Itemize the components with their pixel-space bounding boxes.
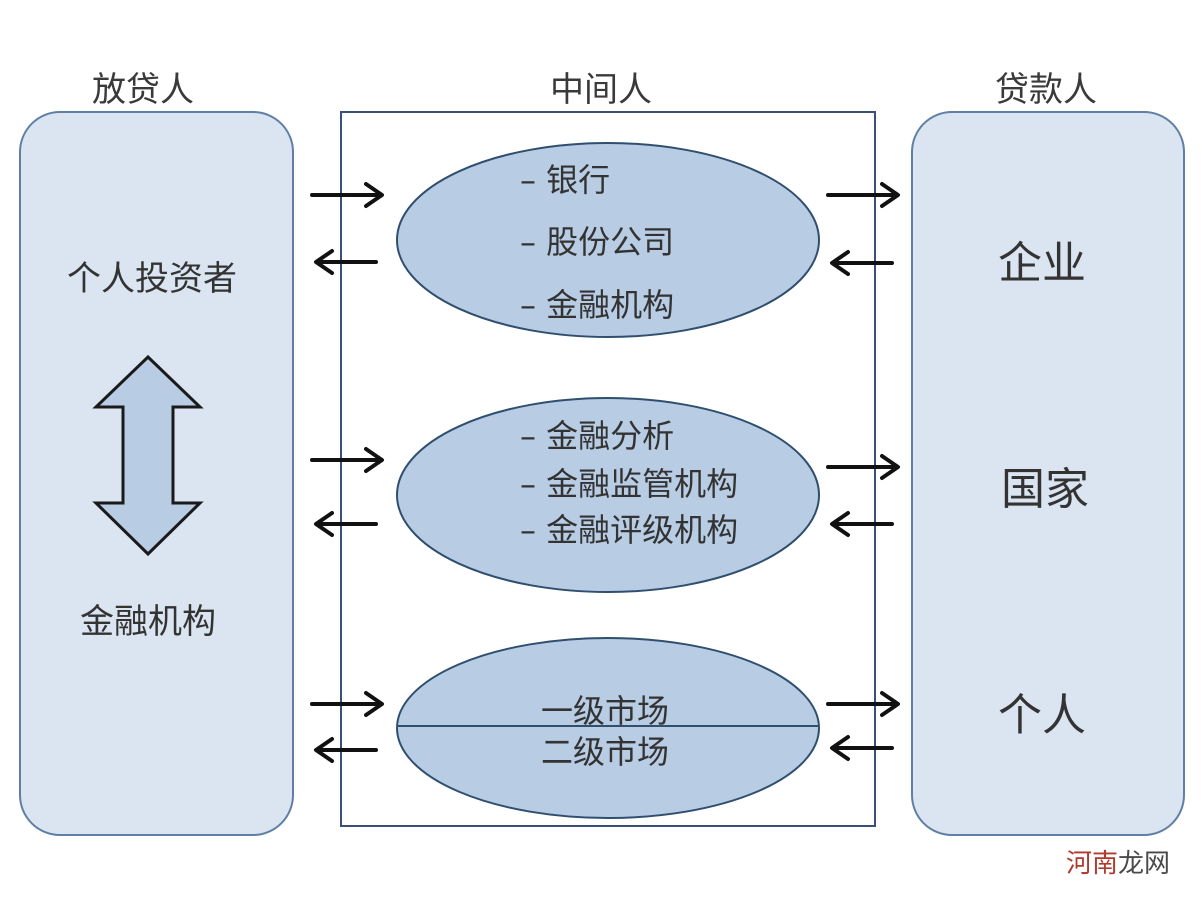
ellipse-markets (396, 637, 820, 819)
lender-individual-investor: 个人投资者 (67, 259, 237, 299)
arrow-left-icon (314, 737, 378, 763)
arrow-left-icon (314, 249, 378, 275)
borrower-panel: 企业 国家 个人 (911, 111, 1185, 836)
arrow-right-icon (310, 691, 384, 717)
intermediary-group-markets: 一级市场 二级市场 (396, 637, 820, 819)
lender-header: 放贷人 (92, 70, 194, 110)
bidirectional-arrow-icon (92, 354, 204, 557)
watermark-part-1: 河南 (1066, 849, 1118, 879)
lender-financial-institution: 金融机构 (80, 602, 216, 642)
arrow-left-icon (830, 511, 894, 537)
watermark-part-2: 龙网 (1118, 849, 1170, 879)
borrower-individual: 个人 (998, 690, 1086, 741)
ellipse-banks (396, 142, 820, 338)
left-arrows (310, 182, 384, 763)
arrow-right-icon (826, 691, 900, 717)
arrow-right-icon (310, 182, 384, 208)
arrow-right-icon (826, 454, 900, 480)
arrow-right-icon (826, 182, 900, 208)
ellipse-analysts (396, 397, 820, 593)
intermediary-group-analysts: – 金融分析 – 金融监管机构 – 金融评级机构 (396, 397, 820, 593)
borrower-header: 贷款人 (995, 70, 1097, 110)
arrow-left-icon (830, 250, 894, 276)
borrower-panel-box (911, 111, 1185, 836)
item-joint-stock-company: – 股份公司 (520, 223, 674, 261)
item-primary-market: 一级市场 (541, 692, 669, 730)
lender-panel: 个人投资者 金融机构 (19, 111, 294, 836)
item-financial-regulator: – 金融监管机构 (520, 465, 738, 503)
borrower-state: 国家 (1001, 464, 1089, 515)
item-rating-agency: – 金融评级机构 (520, 511, 738, 549)
intermediary-group-banks: – 银行 – 股份公司 – 金融机构 (396, 142, 820, 338)
arrow-left-icon (830, 735, 894, 761)
right-arrows (826, 182, 900, 761)
item-bank: – 银行 (520, 161, 610, 199)
intermediary-header: 中间人 (550, 70, 652, 110)
arrow-left-icon (314, 511, 378, 537)
watermark: 河南龙网 (1066, 849, 1170, 879)
item-financial-institution: – 金融机构 (520, 286, 674, 324)
borrower-enterprise: 企业 (998, 238, 1086, 289)
item-financial-analysis: – 金融分析 (520, 417, 674, 455)
item-secondary-market: 二级市场 (541, 733, 669, 771)
watermark-text: 河南龙网 (1066, 849, 1170, 879)
arrow-right-icon (310, 447, 384, 473)
